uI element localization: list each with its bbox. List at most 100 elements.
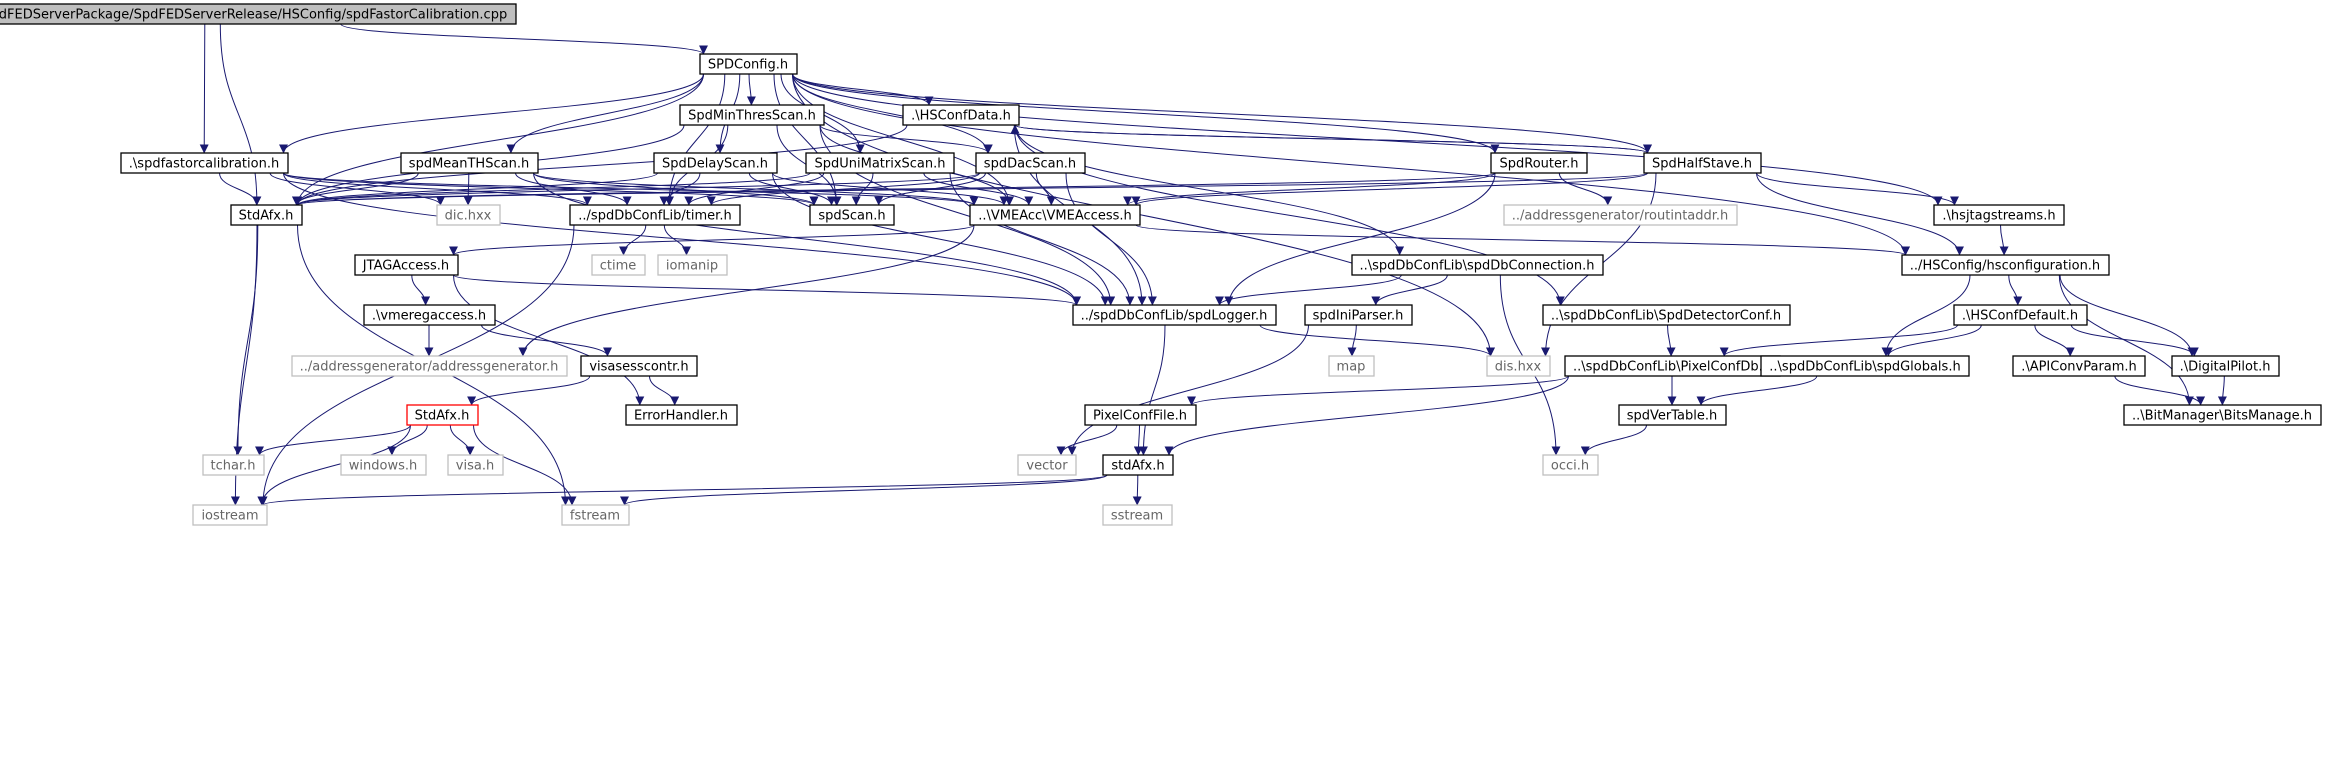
edge-delayscan-to-spdscan — [748, 172, 836, 206]
node-dacscan[interactable]: spdDacScan.h — [975, 152, 1086, 174]
node-box — [1542, 454, 1599, 476]
node-box — [1503, 204, 1738, 226]
edge-jtagaccess-to-vmeregaccess — [411, 274, 431, 306]
node-iomanip: iomanip — [657, 254, 728, 276]
edge-delayscan-to-timer — [659, 172, 701, 206]
node-errorhandler[interactable]: ErrorHandler.h — [625, 404, 738, 426]
edge-pixelconffile-to-stdafx3 — [1133, 424, 1143, 456]
node-sstream: sstream — [1102, 504, 1173, 526]
edge-root-to-spdconfig — [340, 23, 708, 55]
node-timer[interactable]: ../spdDbConfLib/timer.h — [569, 204, 741, 226]
edge-halfstave-to-stdafx1 — [293, 172, 1648, 206]
node-label: .\spdfastorcalibration.h — [129, 157, 279, 172]
node-vmeaccess[interactable]: ..\VMEAcc\VMEAccess.h — [969, 204, 1141, 226]
node-label: stdAfx.h — [1111, 459, 1164, 474]
edge-minthres-to-dacscan — [819, 124, 993, 154]
edge-stdafx3-to-sstream — [1132, 474, 1142, 506]
node-label: tchar.h — [211, 459, 256, 474]
node-fstream: fstream — [561, 504, 630, 526]
node-delayscan[interactable]: SpdDelayScan.h — [653, 152, 778, 174]
edge-unimatrix-to-timer — [684, 172, 825, 206]
edge-jtagaccess-to-errorhandler — [453, 274, 645, 406]
edge-meanth-to-spdlogger — [533, 172, 1081, 306]
edge-dacscan-to-timer — [706, 172, 980, 206]
node-label: windows.h — [349, 459, 417, 474]
node-label: ..\spdDbConfLib\spdGlobals.h — [1769, 360, 1960, 375]
node-label: spdScan.h — [818, 209, 885, 224]
node-visasess[interactable]: visasesscontr.h — [580, 355, 698, 377]
node-label: visasesscontr.h — [589, 360, 688, 375]
edge-spdconfig-to-hsconfdata — [792, 73, 934, 106]
node-hsconfdata[interactable]: .\HSConfData.h — [902, 104, 1020, 126]
node-box — [699, 53, 798, 75]
node-label: sstream — [1111, 509, 1163, 524]
node-digitalpilot[interactable]: .\DigitalPilot.h — [2171, 355, 2280, 377]
node-box — [1017, 454, 1077, 476]
node-spdvertable[interactable]: spdVerTable.h — [1618, 404, 1727, 426]
node-dishxx: dis.hxx — [1486, 355, 1551, 377]
node-hsjtag[interactable]: .\hsjtagstreams.h — [1933, 204, 2065, 226]
node-dbconnection[interactable]: ..\spdDbConfLib\spdDbConnection.h — [1351, 254, 1604, 276]
node-vmeregaccess[interactable]: .\vmeregaccess.h — [363, 304, 496, 326]
node-bitsmanage[interactable]: ..\BitManager\BitsManage.h — [2123, 404, 2322, 426]
node-stdafx3[interactable]: stdAfx.h — [1102, 454, 1174, 476]
node-box — [657, 254, 728, 276]
node-label: SPDConfig.h — [708, 58, 788, 73]
node-spdscan[interactable]: spdScan.h — [809, 204, 895, 226]
node-spdconfig[interactable]: SPDConfig.h — [699, 53, 798, 75]
edges-layer — [199, 23, 2227, 506]
node-stdafx2[interactable]: StdAfx.h — [406, 404, 479, 426]
edge-pixelconfdb-to-pixelconffile — [1187, 375, 1569, 406]
edge-inipaser-to-map — [1347, 324, 1357, 357]
node-box — [1643, 152, 1762, 174]
node-box — [1084, 404, 1197, 426]
node-label: ErrorHandler.h — [634, 409, 728, 424]
node-pixelconffile[interactable]: PixelConfFile.h — [1084, 404, 1197, 426]
node-label: spdMeanTHScan.h — [409, 157, 529, 172]
node-label: StdAfx.h — [239, 209, 294, 224]
node-spdglobals[interactable]: ..\spdDbConfLib\spdGlobals.h — [1760, 355, 1970, 377]
node-detectorconf[interactable]: ..\spdDbConfLib\SpdDetectorConf.h — [1542, 304, 1791, 326]
node-pixelconfdb[interactable]: ..\spdDbConfLib\PixelConfDb.h — [1564, 355, 1781, 377]
edge-root-to-stdafx1 — [219, 23, 262, 206]
edge-hsconfiguration-to-spdglobals — [1881, 274, 1971, 357]
node-ctime: ctime — [591, 254, 646, 276]
node-box — [580, 355, 698, 377]
node-label: ../addressgenerator/routintaddr.h — [1512, 209, 1729, 224]
node-box — [2123, 404, 2322, 426]
node-dichxx: dic.hxx — [436, 204, 501, 226]
node-fastorcal[interactable]: .\spdfastorcalibration.h — [120, 152, 289, 174]
node-box — [363, 304, 496, 326]
node-hsconfdefault[interactable]: .\HSConfDefault.h — [1953, 304, 2088, 326]
node-meanth[interactable]: spdMeanTHScan.h — [400, 152, 539, 174]
edge-hsconfdefault-to-apiconv — [2034, 324, 2075, 357]
node-label: iomanip — [666, 259, 718, 274]
node-stdafx1[interactable]: StdAfx.h — [230, 204, 303, 226]
node-box — [1328, 355, 1375, 377]
edge-timer-to-iomanip — [663, 224, 691, 256]
node-jtagaccess[interactable]: JTAGAccess.h — [354, 254, 459, 276]
node-label: spdVerTable.h — [1627, 409, 1718, 424]
node-visa: visa.h — [447, 454, 504, 476]
node-box — [1901, 254, 2110, 276]
node-root[interactable]: F:/projectos/SpdFEDServerPackage/SpdFEDS… — [0, 3, 517, 25]
edge-visasess-to-stdafx2 — [467, 375, 591, 406]
node-halfstave[interactable]: SpdHalfStave.h — [1643, 152, 1762, 174]
node-label: ../spdDbConfLib/spdLogger.h — [1081, 309, 1268, 324]
node-box — [653, 152, 778, 174]
node-router[interactable]: SpdRouter.h — [1490, 152, 1588, 174]
node-label: ctime — [600, 259, 637, 274]
node-label: vector — [1026, 459, 1068, 474]
node-unimatrix[interactable]: SpdUniMatrixScan.h — [805, 152, 955, 174]
edge-inipaser-to-vector — [1067, 324, 1309, 456]
edge-root-to-fastorcal — [199, 23, 209, 154]
node-hsconfiguration[interactable]: ../HSConfig/hsconfiguration.h — [1901, 254, 2110, 276]
node-spdlogger[interactable]: ../spdDbConfLib/spdLogger.h — [1072, 304, 1277, 326]
edge-spdconfig-to-dishxx — [792, 73, 1495, 357]
node-apiconv[interactable]: .\APIConvParam.h — [2012, 355, 2146, 377]
node-label: ../spdDbConfLib/timer.h — [578, 209, 731, 224]
edge-hsconfdefault-to-pixelconfdb — [1719, 324, 1958, 357]
node-inipaser[interactable]: spdIniParser.h — [1304, 304, 1413, 326]
node-minthres[interactable]: SpdMinThresScan.h — [679, 104, 825, 126]
